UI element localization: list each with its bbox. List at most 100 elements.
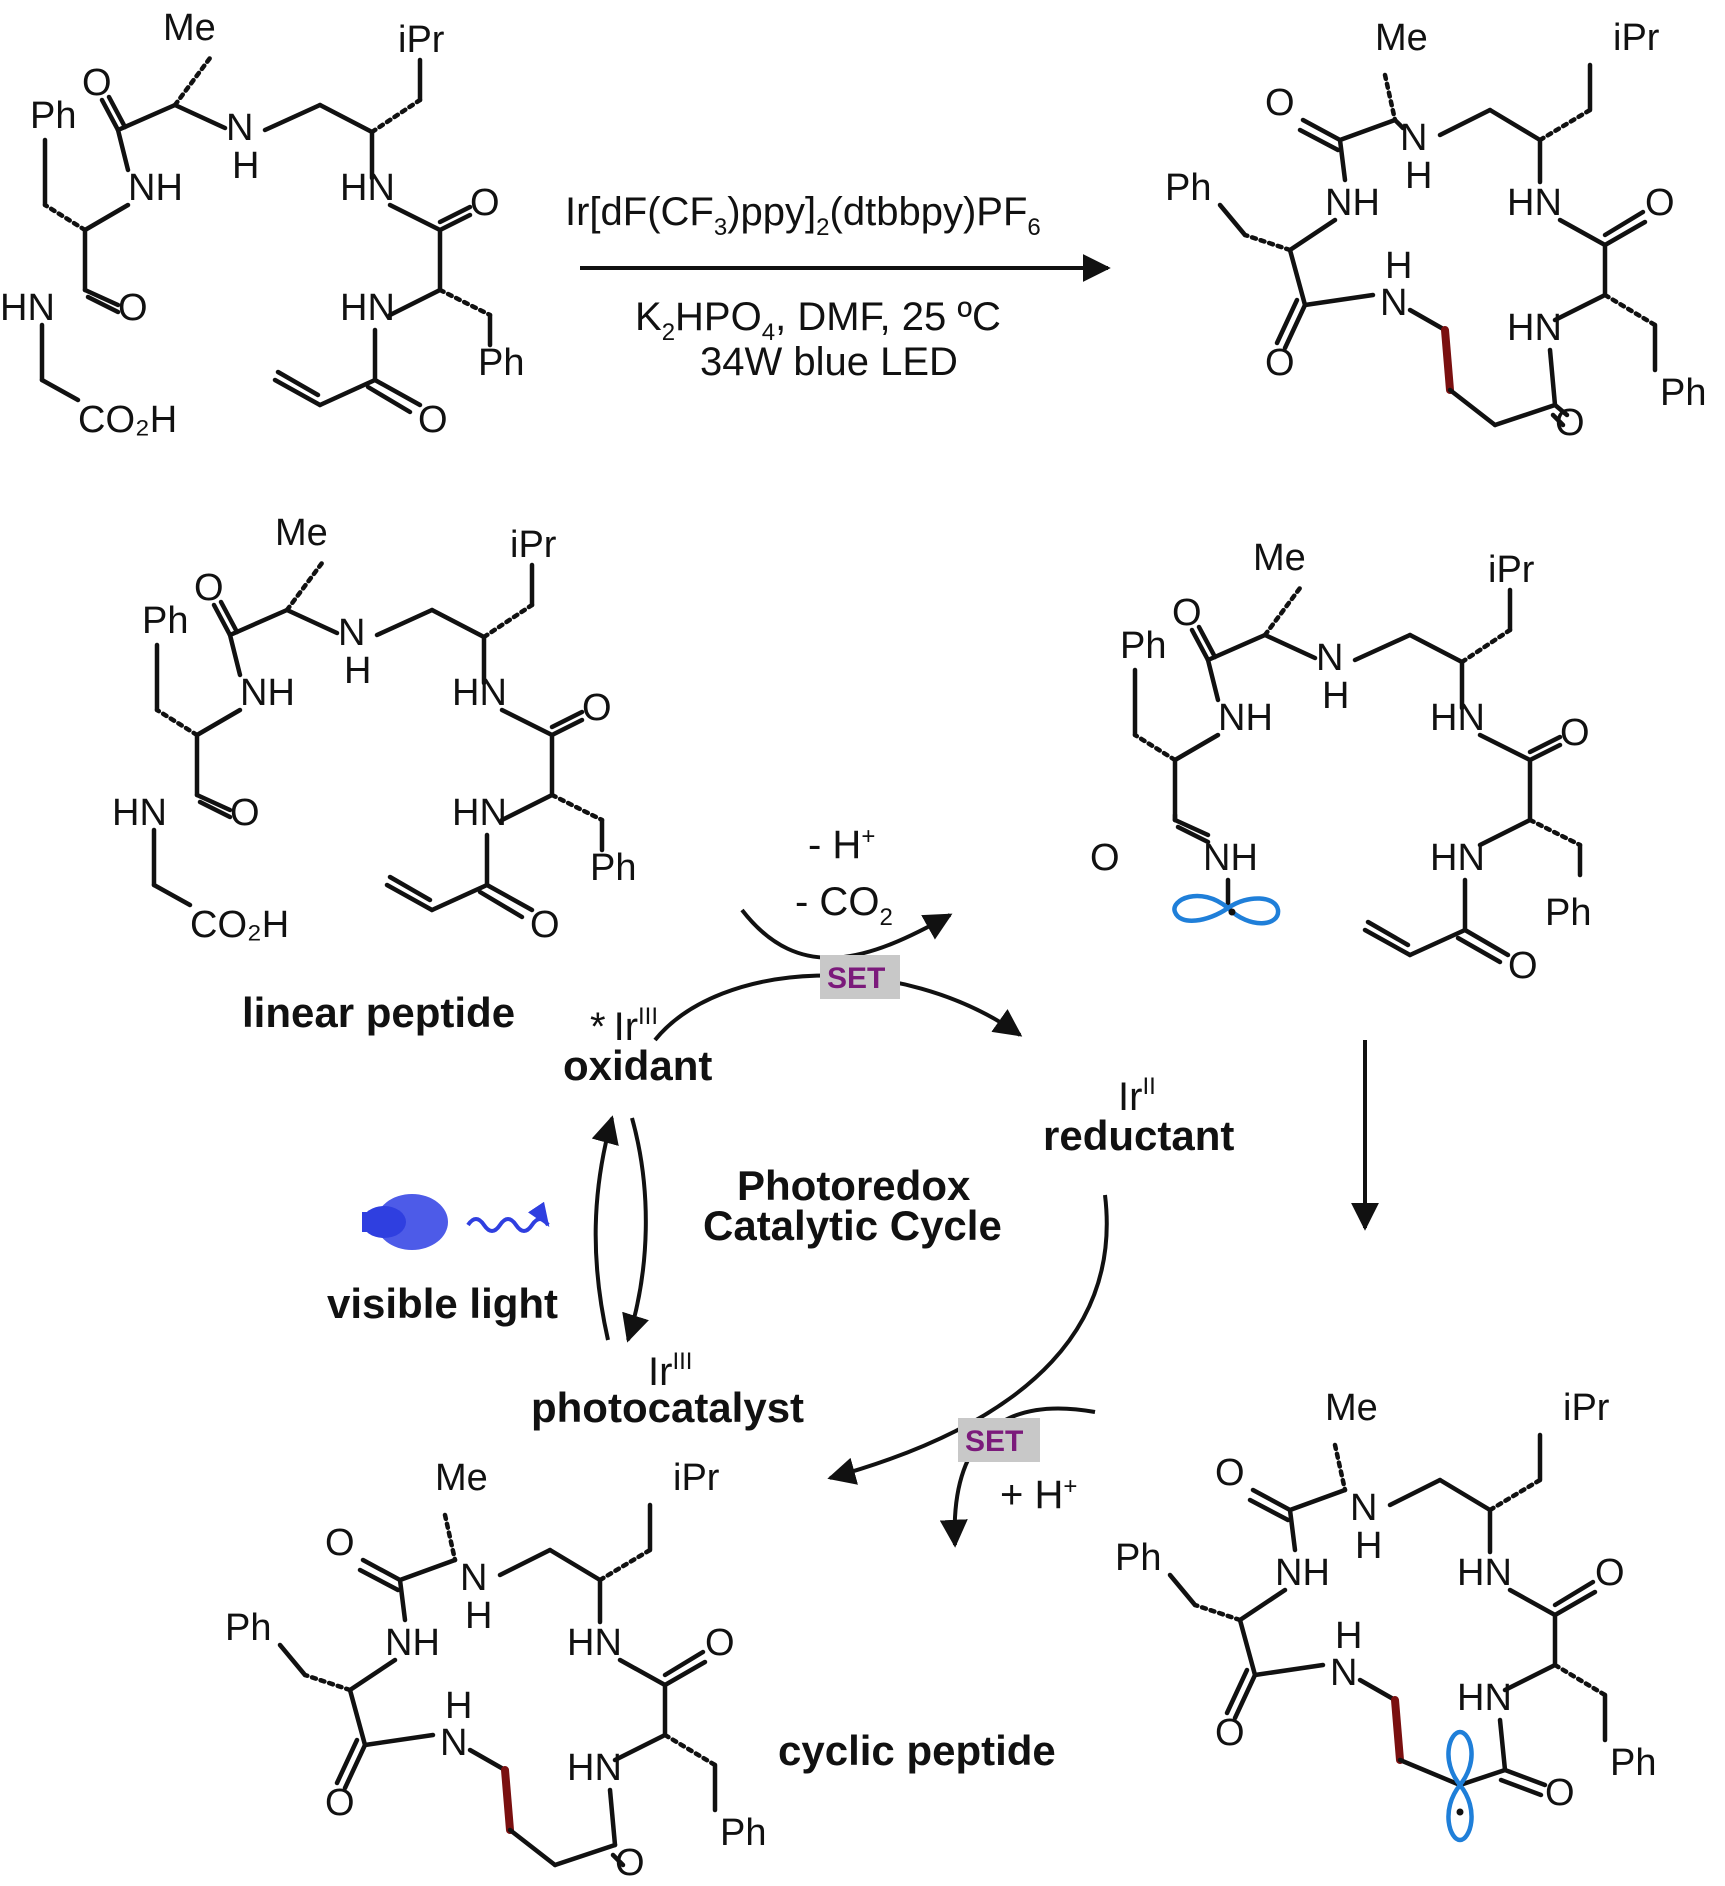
atom-n: N — [1400, 117, 1427, 159]
atom-ipr: iPr — [398, 19, 445, 61]
catalyst-label: Ir[dF(CF3)ppy]2(dtbbpy)PF6 — [565, 190, 1041, 241]
atom-hn: HN — [0, 287, 55, 329]
minus-co2-label: - CO2 — [795, 880, 893, 931]
atom-o: O — [470, 182, 500, 224]
reductant-ir-label: IrII — [1118, 1073, 1156, 1119]
atom-me: Me — [1253, 537, 1306, 579]
atom-h: H — [1355, 1525, 1382, 1567]
atom-hn: HN — [567, 1747, 622, 1789]
atom-o: O — [82, 62, 112, 104]
atom-nh: NH — [128, 167, 183, 209]
light-bulb-icon — [362, 1194, 448, 1250]
cycle-title-line2: Catalytic Cycle — [703, 1202, 1002, 1249]
atom-ipr: iPr — [1613, 17, 1660, 59]
atom-co2h: CO₂H — [78, 399, 177, 441]
set-box-top — [820, 955, 900, 999]
atom-me: Me — [163, 7, 216, 49]
atom-o: O — [705, 1622, 735, 1664]
atom-hn: HN — [452, 792, 507, 834]
atom-ph: Ph — [720, 1812, 766, 1854]
atom-nh: NH — [1325, 182, 1380, 224]
photocatalyst-label: photocatalyst — [531, 1384, 804, 1431]
atom-me: Me — [435, 1457, 488, 1499]
atom-hn: HN — [340, 167, 395, 209]
radical-intermediate: Me iPr O Ph N H NH HN O O NH HN Ph O — [1090, 537, 1591, 987]
atom-me: Me — [1325, 1387, 1378, 1429]
radical-orbital-icon — [1446, 1729, 1474, 1843]
set-label-bottom: SET — [965, 1425, 1023, 1458]
atom-o: O — [325, 1522, 355, 1564]
atom-ph: Ph — [1610, 1742, 1656, 1784]
atom-h: H — [1385, 245, 1412, 287]
atom-hn: HN — [1457, 1677, 1512, 1719]
light-wave-icon — [466, 1201, 550, 1233]
atom-hn: HN — [1430, 837, 1485, 879]
atom-ipr: iPr — [673, 1457, 720, 1499]
reaction-conditions: Ir[dF(CF3)ppy]2(dtbbpy)PF6 K2HPO4, DMF, … — [565, 190, 1111, 384]
atom-n: N — [1350, 1487, 1377, 1529]
atom-nh: NH — [385, 1622, 440, 1664]
atom-hn: HN — [1507, 182, 1562, 224]
atom-nh: NH — [1218, 697, 1273, 739]
cycle-title-line1: Photoredox — [737, 1162, 971, 1209]
atom-o: O — [230, 792, 260, 834]
cycle-cyclic-product: Me iPr O N H Ph NH HN O H N HN O Ph O — [225, 1457, 766, 1884]
set-box-bottom — [958, 1418, 1040, 1462]
atom-hn: HN — [1430, 697, 1485, 739]
atom-hn: HN — [452, 672, 507, 714]
atom-o: O — [325, 1782, 355, 1824]
atom-n: N — [440, 1722, 467, 1764]
photoredox-cycle: - H+ - CO2 SET *IrIII oxidant IrII reduc… — [327, 823, 1234, 1548]
atom-ipr: iPr — [1563, 1387, 1610, 1429]
atom-h: H — [232, 145, 259, 187]
atom-o: O — [418, 399, 448, 441]
atom-o: O — [194, 567, 224, 609]
atom-o: O — [1560, 712, 1590, 754]
atom-n: N — [338, 612, 365, 654]
atom-ph: Ph — [225, 1607, 271, 1649]
atom-ipr: iPr — [510, 524, 557, 566]
atom-n: N — [1330, 1652, 1357, 1694]
atom-o: O — [1508, 945, 1538, 987]
atom-co2h: CO₂H — [190, 904, 289, 946]
visible-light-label: visible light — [327, 1280, 558, 1327]
oxidant-ir-label: *IrIII — [590, 1003, 658, 1049]
atom-o: O — [1172, 592, 1202, 634]
atom-ph: Ph — [1120, 625, 1166, 667]
atom-ph: Ph — [590, 847, 636, 889]
atom-o: O — [1215, 1712, 1245, 1754]
atom-hn: HN — [340, 287, 395, 329]
atom-hn: HN — [1507, 307, 1562, 349]
cyclized-radical-intermediate: Me iPr O N H Ph NH HN O H N HN O Ph O — [1115, 1387, 1656, 1843]
atom-ipr: iPr — [1488, 549, 1535, 591]
oxidant-label: oxidant — [563, 1042, 712, 1089]
atom-me: Me — [275, 512, 328, 554]
atom-n: N — [1316, 637, 1343, 679]
set-label-top: SET — [827, 962, 885, 995]
atom-n: N — [1380, 282, 1407, 324]
plus-h-label: + H+ — [1000, 1473, 1077, 1517]
atom-nh: NH — [1203, 837, 1258, 879]
atom-hn: HN — [1457, 1552, 1512, 1594]
atom-ph: Ph — [1115, 1537, 1161, 1579]
atom-o: O — [582, 687, 612, 729]
atom-nh: NH — [1275, 1552, 1330, 1594]
radical-orbital-icon — [1172, 893, 1281, 926]
photocatalyst-ir-label: IrIII — [648, 1348, 692, 1394]
atom-o: O — [1545, 1772, 1575, 1814]
atom-h: H — [344, 650, 371, 692]
atom-o: O — [1265, 82, 1295, 124]
base-solvent-label: K2HPO4, DMF, 25 ºC — [635, 295, 1001, 346]
atom-h: H — [1322, 675, 1349, 717]
atom-h: H — [445, 1685, 472, 1727]
atom-n: N — [226, 107, 253, 149]
cycle-linear-peptide: Me iPr O Ph N H NH HN O HN O HN Ph CO₂H … — [112, 512, 636, 946]
atom-ph: Ph — [1165, 167, 1211, 209]
atom-me: Me — [1375, 17, 1428, 59]
atom-n: N — [460, 1557, 487, 1599]
atom-o: O — [1645, 182, 1675, 224]
atom-o: O — [1595, 1552, 1625, 1594]
atom-h: H — [465, 1595, 492, 1637]
atom-ph: Ph — [478, 342, 524, 384]
